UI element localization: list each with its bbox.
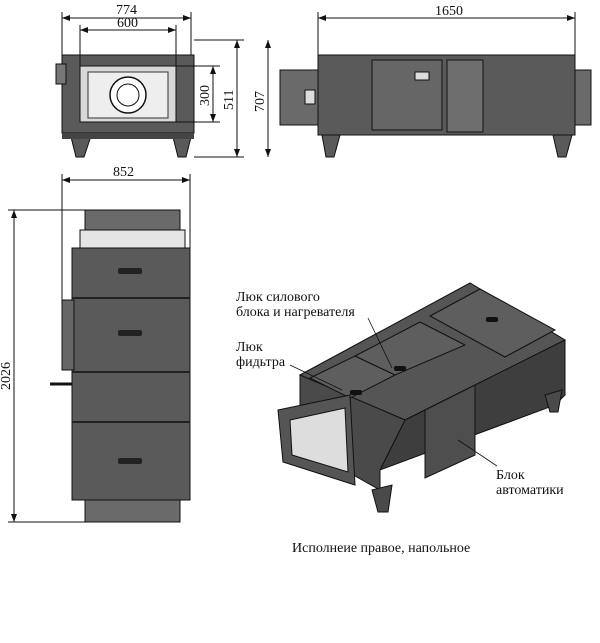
label-power-heater-hatch: Люк силового блока и нагревателя xyxy=(236,290,355,320)
front-view xyxy=(55,54,195,158)
front-dimensions xyxy=(61,12,244,158)
dim-2026: 2026 xyxy=(0,362,14,390)
label-automation-block: Блок автоматики xyxy=(496,468,564,498)
side-dimensions xyxy=(265,12,576,157)
isometric-view xyxy=(277,282,567,513)
dim-300: 300 xyxy=(198,85,213,106)
side-view xyxy=(279,54,592,158)
dim-511: 511 xyxy=(222,90,237,110)
label-line: фидьтра xyxy=(236,355,286,370)
top-view xyxy=(50,209,191,523)
label-line: Блок xyxy=(496,468,525,483)
dim-707: 707 xyxy=(253,91,268,112)
callout-leaders xyxy=(289,317,498,467)
top-dimensions xyxy=(8,174,191,523)
label-line: блока и нагревателя xyxy=(236,305,355,320)
label-filter-hatch: Люк фидьтра xyxy=(236,340,285,370)
dim-1650: 1650 xyxy=(435,4,463,19)
caption: Исполнеие правое, напольное xyxy=(292,541,471,556)
label-line: Люк xyxy=(236,340,263,355)
label-line: автоматики xyxy=(496,483,564,498)
label-line: Люк силового xyxy=(236,290,320,305)
dim-600: 600 xyxy=(117,16,138,31)
dim-852: 852 xyxy=(113,165,134,180)
dim-774: 774 xyxy=(116,3,137,18)
